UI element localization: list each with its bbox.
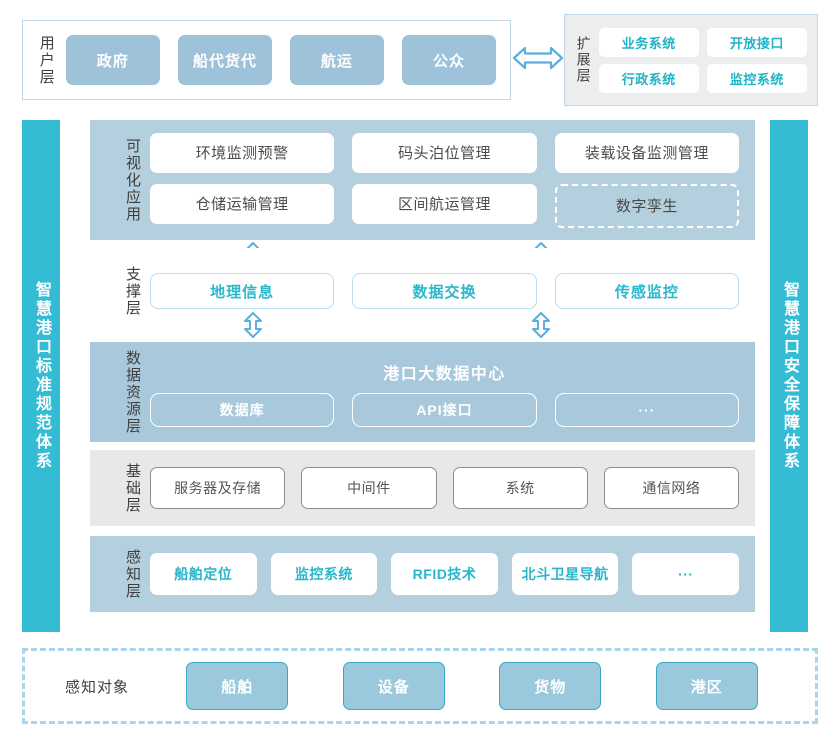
vis-box-environment-monitoring-alert[interactable]: 环境监测预警	[150, 132, 335, 173]
user-box-government[interactable]: 政府	[65, 35, 160, 85]
support-layer-label: 支撑层	[124, 265, 141, 317]
user-layer-box-group: 政府 船代货代 航运 公众	[65, 35, 510, 85]
base-box-middleware[interactable]: 中间件	[301, 467, 437, 509]
vis-box-berth-management[interactable]: 码头泊位管理	[352, 132, 537, 173]
vis-box-digital-twin[interactable]: 数字孪生	[554, 183, 739, 228]
infrastructure-layer: 基础层 服务器及存储 中间件 系统 通信网络	[90, 450, 755, 526]
extension-layer-label: 扩展层	[575, 36, 592, 84]
data-resource-layer: 数据资源层 港口大数据中心 数据库 API接口 ···	[90, 342, 755, 442]
sense-object-label: 感知对象	[65, 678, 130, 696]
extension-layer-box-group: 业务系统 开放接口 行政系统 监控系统	[598, 27, 817, 93]
extension-layer-panel: 扩展层 业务系统 开放接口 行政系统 监控系统	[564, 14, 818, 106]
sense-object-box-group: 船舶 设备 货物 港区	[159, 662, 815, 710]
support-box-data-exchange[interactable]: 数据交换	[352, 273, 537, 309]
data-center-title: 港口大数据中心	[383, 365, 506, 383]
sense-box-ship-positioning[interactable]: 船舶定位	[150, 553, 257, 595]
vis-box-warehouse-transport-management[interactable]: 仓储运输管理	[150, 183, 335, 224]
infrastructure-layer-body: 服务器及存储 中间件 系统 通信网络	[150, 467, 755, 509]
visualization-box-group: 环境监测预警 码头泊位管理 装载设备监测管理 仓储运输管理 区间航运管理 数字孪…	[150, 132, 739, 228]
perception-layer-label: 感知层	[124, 548, 141, 600]
base-box-communication-network[interactable]: 通信网络	[603, 467, 739, 509]
data-box-more[interactable]: ···	[554, 392, 739, 427]
data-resource-layer-body: 港口大数据中心 数据库 API接口 ···	[150, 358, 755, 427]
support-layer-body: 地理信息 数据交换 传感监控	[150, 273, 755, 309]
perception-layer-body: 船舶定位 监控系统 RFID技术 北斗卫星导航 ···	[150, 553, 755, 595]
object-box-port-area[interactable]: 港区	[655, 662, 758, 710]
support-box-group: 地理信息 数据交换 传感监控	[150, 273, 739, 309]
support-box-geographic-information[interactable]: 地理信息	[150, 273, 335, 309]
sense-box-more[interactable]: ···	[632, 553, 739, 595]
support-box-sensor-monitoring[interactable]: 传感监控	[554, 273, 739, 309]
user-box-public[interactable]: 公众	[401, 35, 496, 85]
architecture-layer-stack: 可视化应用 环境监测预警 码头泊位管理 装载设备监测管理 仓储运输管理 区间航运…	[90, 120, 755, 632]
extension-box-monitoring-system[interactable]: 监控系统	[706, 63, 807, 93]
vis-box-loading-equipment-monitoring[interactable]: 装载设备监测管理	[554, 132, 739, 173]
infrastructure-box-group: 服务器及存储 中间件 系统 通信网络	[150, 467, 739, 509]
double-headed-horizontal-arrow-icon	[512, 44, 564, 72]
data-resource-layer-label: 数据资源层	[124, 349, 141, 435]
extension-box-open-interface[interactable]: 开放接口	[706, 27, 807, 57]
sense-box-monitoring-system[interactable]: 监控系统	[270, 553, 378, 595]
left-pillar-standard-system: 智慧港口标准规范体系	[22, 120, 60, 632]
double-headed-vertical-arrow-icon-4	[530, 312, 552, 338]
extension-box-administrative-system[interactable]: 行政系统	[598, 63, 699, 93]
object-box-ship[interactable]: 船舶	[186, 662, 289, 710]
double-headed-vertical-arrow-icon-3	[242, 312, 264, 338]
left-pillar-label: 智慧港口标准规范体系	[32, 281, 50, 471]
visualization-layer-label: 可视化应用	[124, 137, 141, 223]
data-resource-box-group: 数据库 API接口 ···	[150, 392, 739, 427]
sense-object-panel: 感知对象 船舶 设备 货物 港区	[22, 648, 818, 724]
object-box-cargo[interactable]: 货物	[499, 662, 602, 710]
perception-layer: 感知层 船舶定位 监控系统 RFID技术 北斗卫星导航 ···	[90, 536, 755, 612]
user-layer-label: 用户层	[37, 34, 55, 86]
user-box-shipping-agent[interactable]: 船代货代	[177, 35, 272, 85]
base-box-system[interactable]: 系统	[452, 467, 588, 509]
infrastructure-layer-label: 基础层	[124, 462, 141, 514]
data-box-api-interface[interactable]: API接口	[352, 392, 537, 427]
perception-box-group: 船舶定位 监控系统 RFID技术 北斗卫星导航 ···	[150, 553, 739, 595]
user-box-shipping[interactable]: 航运	[289, 35, 384, 85]
base-box-server-storage[interactable]: 服务器及存储	[150, 467, 286, 509]
object-box-equipment[interactable]: 设备	[342, 662, 445, 710]
extension-box-business-system[interactable]: 业务系统	[598, 27, 699, 57]
sense-box-rfid-technology[interactable]: RFID技术	[391, 553, 498, 595]
support-layer: 支撑层 地理信息 数据交换 传感监控	[90, 248, 755, 334]
right-pillar-security-system: 智慧港口安全保障体系	[770, 120, 808, 632]
top-row: 用户层 政府 船代货代 航运 公众 扩展层 业务系统 开放接口 行政系统 监控系…	[0, 0, 839, 112]
sense-box-beidou-navigation[interactable]: 北斗卫星导航	[511, 553, 619, 595]
data-box-database[interactable]: 数据库	[150, 392, 335, 427]
visualization-layer: 可视化应用 环境监测预警 码头泊位管理 装载设备监测管理 仓储运输管理 区间航运…	[90, 120, 755, 240]
visualization-layer-body: 环境监测预警 码头泊位管理 装载设备监测管理 仓储运输管理 区间航运管理 数字孪…	[150, 132, 755, 228]
user-layer-panel: 用户层 政府 船代货代 航运 公众	[22, 20, 511, 100]
right-pillar-label: 智慧港口安全保障体系	[780, 281, 798, 471]
vis-box-regional-shipping-management[interactable]: 区间航运管理	[352, 183, 537, 224]
